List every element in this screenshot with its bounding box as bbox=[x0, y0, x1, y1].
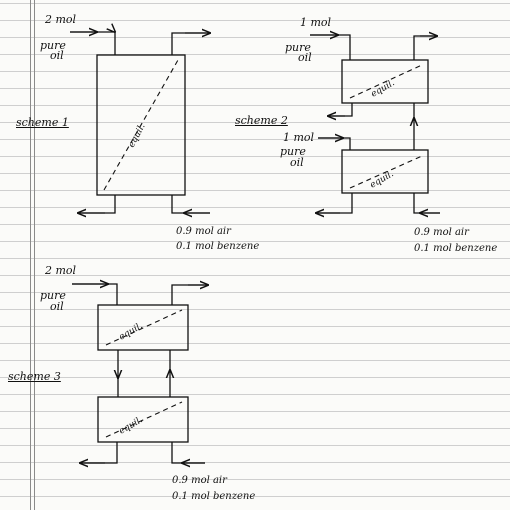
scheme2-bottom-oil-out-line bbox=[316, 193, 353, 214]
scheme3-feed-amount: 2 mol bbox=[45, 264, 77, 277]
scheme3-feed-line1: pure bbox=[40, 289, 66, 302]
scheme1-oil-feed-line bbox=[70, 32, 115, 55]
scheme1-equilibrium-box bbox=[96, 54, 186, 196]
scheme2-bottom-diagonal bbox=[349, 155, 423, 189]
scheme3-top-diagonal bbox=[105, 309, 183, 346]
scheme3-unit: equil. equil. bbox=[72, 284, 208, 463]
margin-line bbox=[30, 0, 31, 510]
scheme2-top-box bbox=[341, 59, 429, 104]
scheme2-bottom-box bbox=[341, 149, 429, 194]
scheme3-bottom-equil-label: equil. bbox=[118, 415, 145, 436]
margin-line bbox=[34, 0, 35, 510]
scheme3-gas-out-line bbox=[171, 284, 208, 305]
scheme2-gas-out-line bbox=[413, 35, 437, 60]
scheme1-equil-diagonal bbox=[103, 59, 179, 191]
scheme1-feed-amount: 2 mol bbox=[45, 13, 77, 26]
scheme2-bottom-oil-feed-line bbox=[318, 137, 351, 150]
scheme1-equil-label: equil. bbox=[127, 122, 148, 149]
scheme2-bottom-feed-line1: pure bbox=[280, 145, 306, 158]
scheme2-bottom-feed-line2: oil bbox=[290, 156, 304, 169]
scheme1-feed-line2: oil bbox=[50, 49, 64, 62]
scheme2-top-feed-line1: pure bbox=[285, 41, 311, 54]
scheme2-bottom-feed-amount: 1 mol bbox=[283, 131, 315, 144]
scheme3-top-equil-label: equil. bbox=[118, 321, 145, 342]
scheme2-top-equil-label: equil. bbox=[370, 78, 397, 99]
scheme1-feed-line1: pure bbox=[40, 39, 66, 52]
scheme2-top-oil-feed-line bbox=[310, 34, 351, 60]
scheme1-oil-out-line bbox=[78, 195, 116, 214]
scheme3-oil-out-line bbox=[80, 442, 118, 464]
scheme3-top-box bbox=[97, 304, 189, 351]
scheme1-title: scheme 1 bbox=[16, 116, 69, 129]
scheme1-gas-benzene: 0.1 mol benzene bbox=[176, 241, 260, 252]
scheme1-gas-out-line bbox=[171, 32, 210, 55]
scheme3-title: scheme 3 bbox=[8, 370, 61, 383]
scheme2-top-feed-line2: oil bbox=[298, 51, 312, 64]
scheme2-title: scheme 2 bbox=[235, 114, 288, 127]
scheme1-gas-in-line bbox=[171, 195, 210, 214]
scheme3-bottom-diagonal bbox=[105, 401, 183, 438]
scheme3-gas-air: 0.9 mol air bbox=[172, 475, 227, 486]
scheme2-bottom-equil-label: equil. bbox=[369, 169, 396, 190]
scheme1-gas-air: 0.9 mol air bbox=[176, 226, 231, 237]
scheme2-unit: equil. equil. bbox=[310, 35, 440, 213]
scheme1-unit: equil. bbox=[70, 32, 210, 213]
scheme2-gas-benzene: 0.1 mol benzene bbox=[414, 243, 498, 254]
scheme2-top-feed-amount: 1 mol bbox=[300, 16, 332, 29]
scheme3-gas-benzene: 0.1 mol benzene bbox=[172, 491, 256, 502]
scheme3-feed-line2: oil bbox=[50, 300, 64, 313]
scheme2-top-diagonal bbox=[349, 64, 423, 99]
scheme3-gas-in-line bbox=[171, 442, 205, 464]
scheme3-oil-feed-line bbox=[72, 283, 118, 305]
scheme2-gas-in-line bbox=[413, 193, 440, 214]
scheme2-top-oil-out-line bbox=[328, 103, 353, 117]
scheme2-gas-air: 0.9 mol air bbox=[414, 227, 469, 238]
scheme3-bottom-box bbox=[97, 396, 189, 443]
